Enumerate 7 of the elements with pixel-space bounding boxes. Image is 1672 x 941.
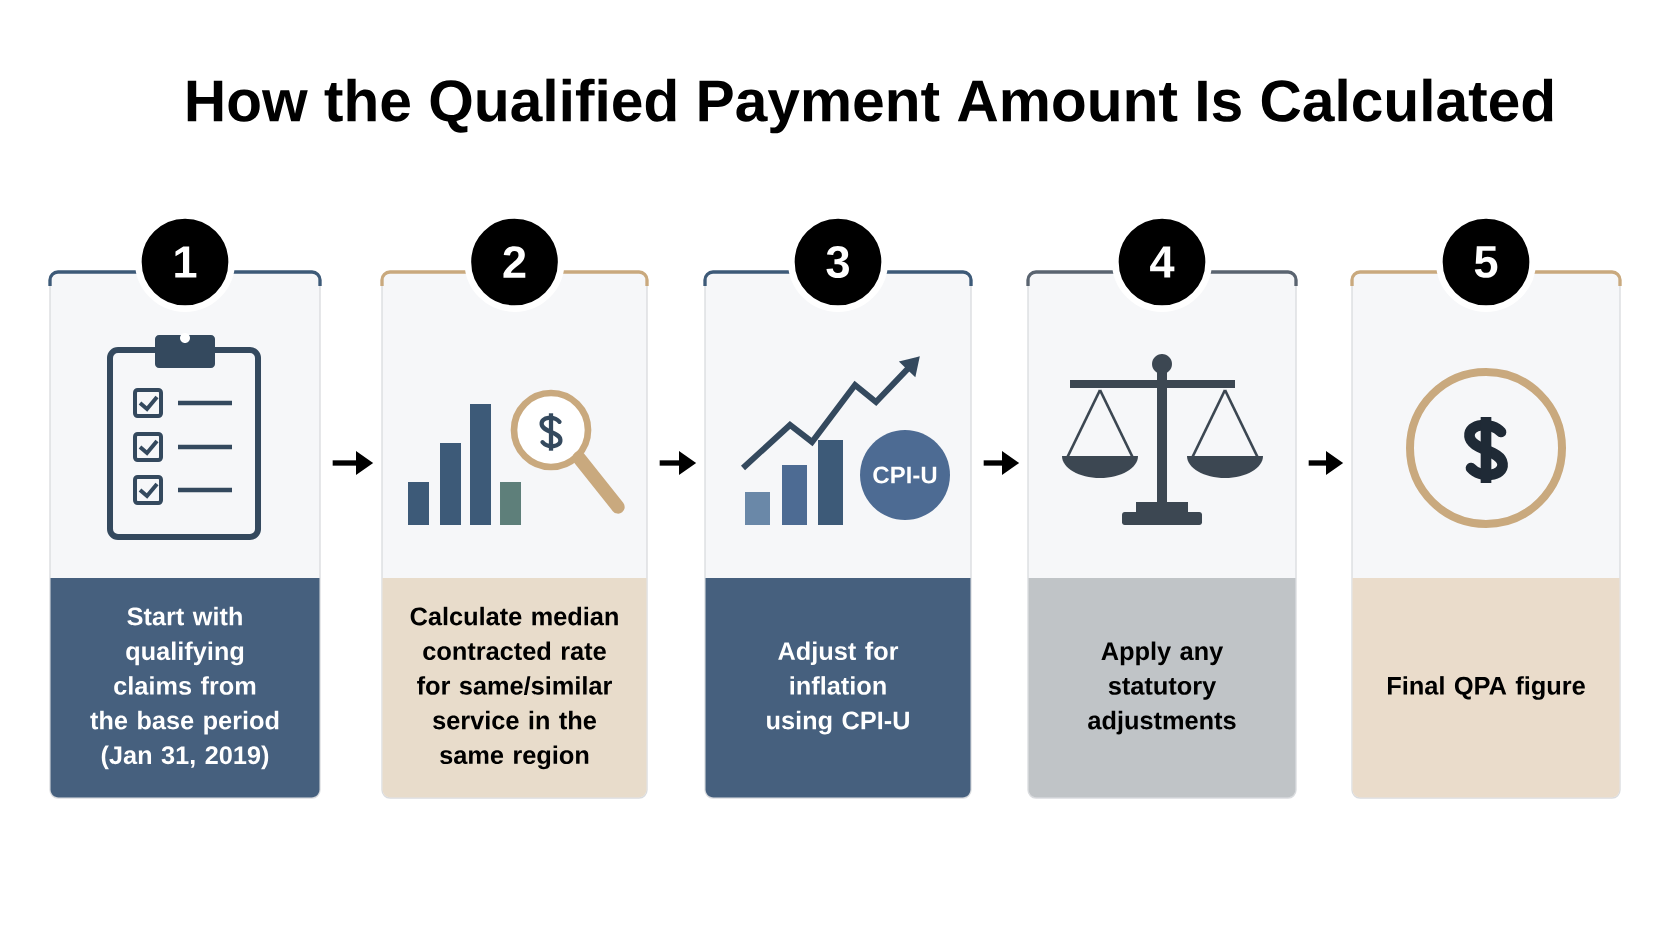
description-panel: Calculate median contracted rate for same/similar service in the same region xyxy=(382,578,647,798)
step-number-badge: 2 xyxy=(464,212,565,312)
description-panel: Start with qualifying claims from the base period (Jan 31, 2019) xyxy=(50,578,320,798)
description-panel: Adjust for inflation using CPI-U xyxy=(705,578,971,798)
title: How the Qualified Payment Amount Is Calculated xyxy=(187,78,1553,134)
description-panel: Apply any statutory adjustments xyxy=(1028,578,1296,798)
description-panel: Final QPA figure xyxy=(1352,578,1620,798)
